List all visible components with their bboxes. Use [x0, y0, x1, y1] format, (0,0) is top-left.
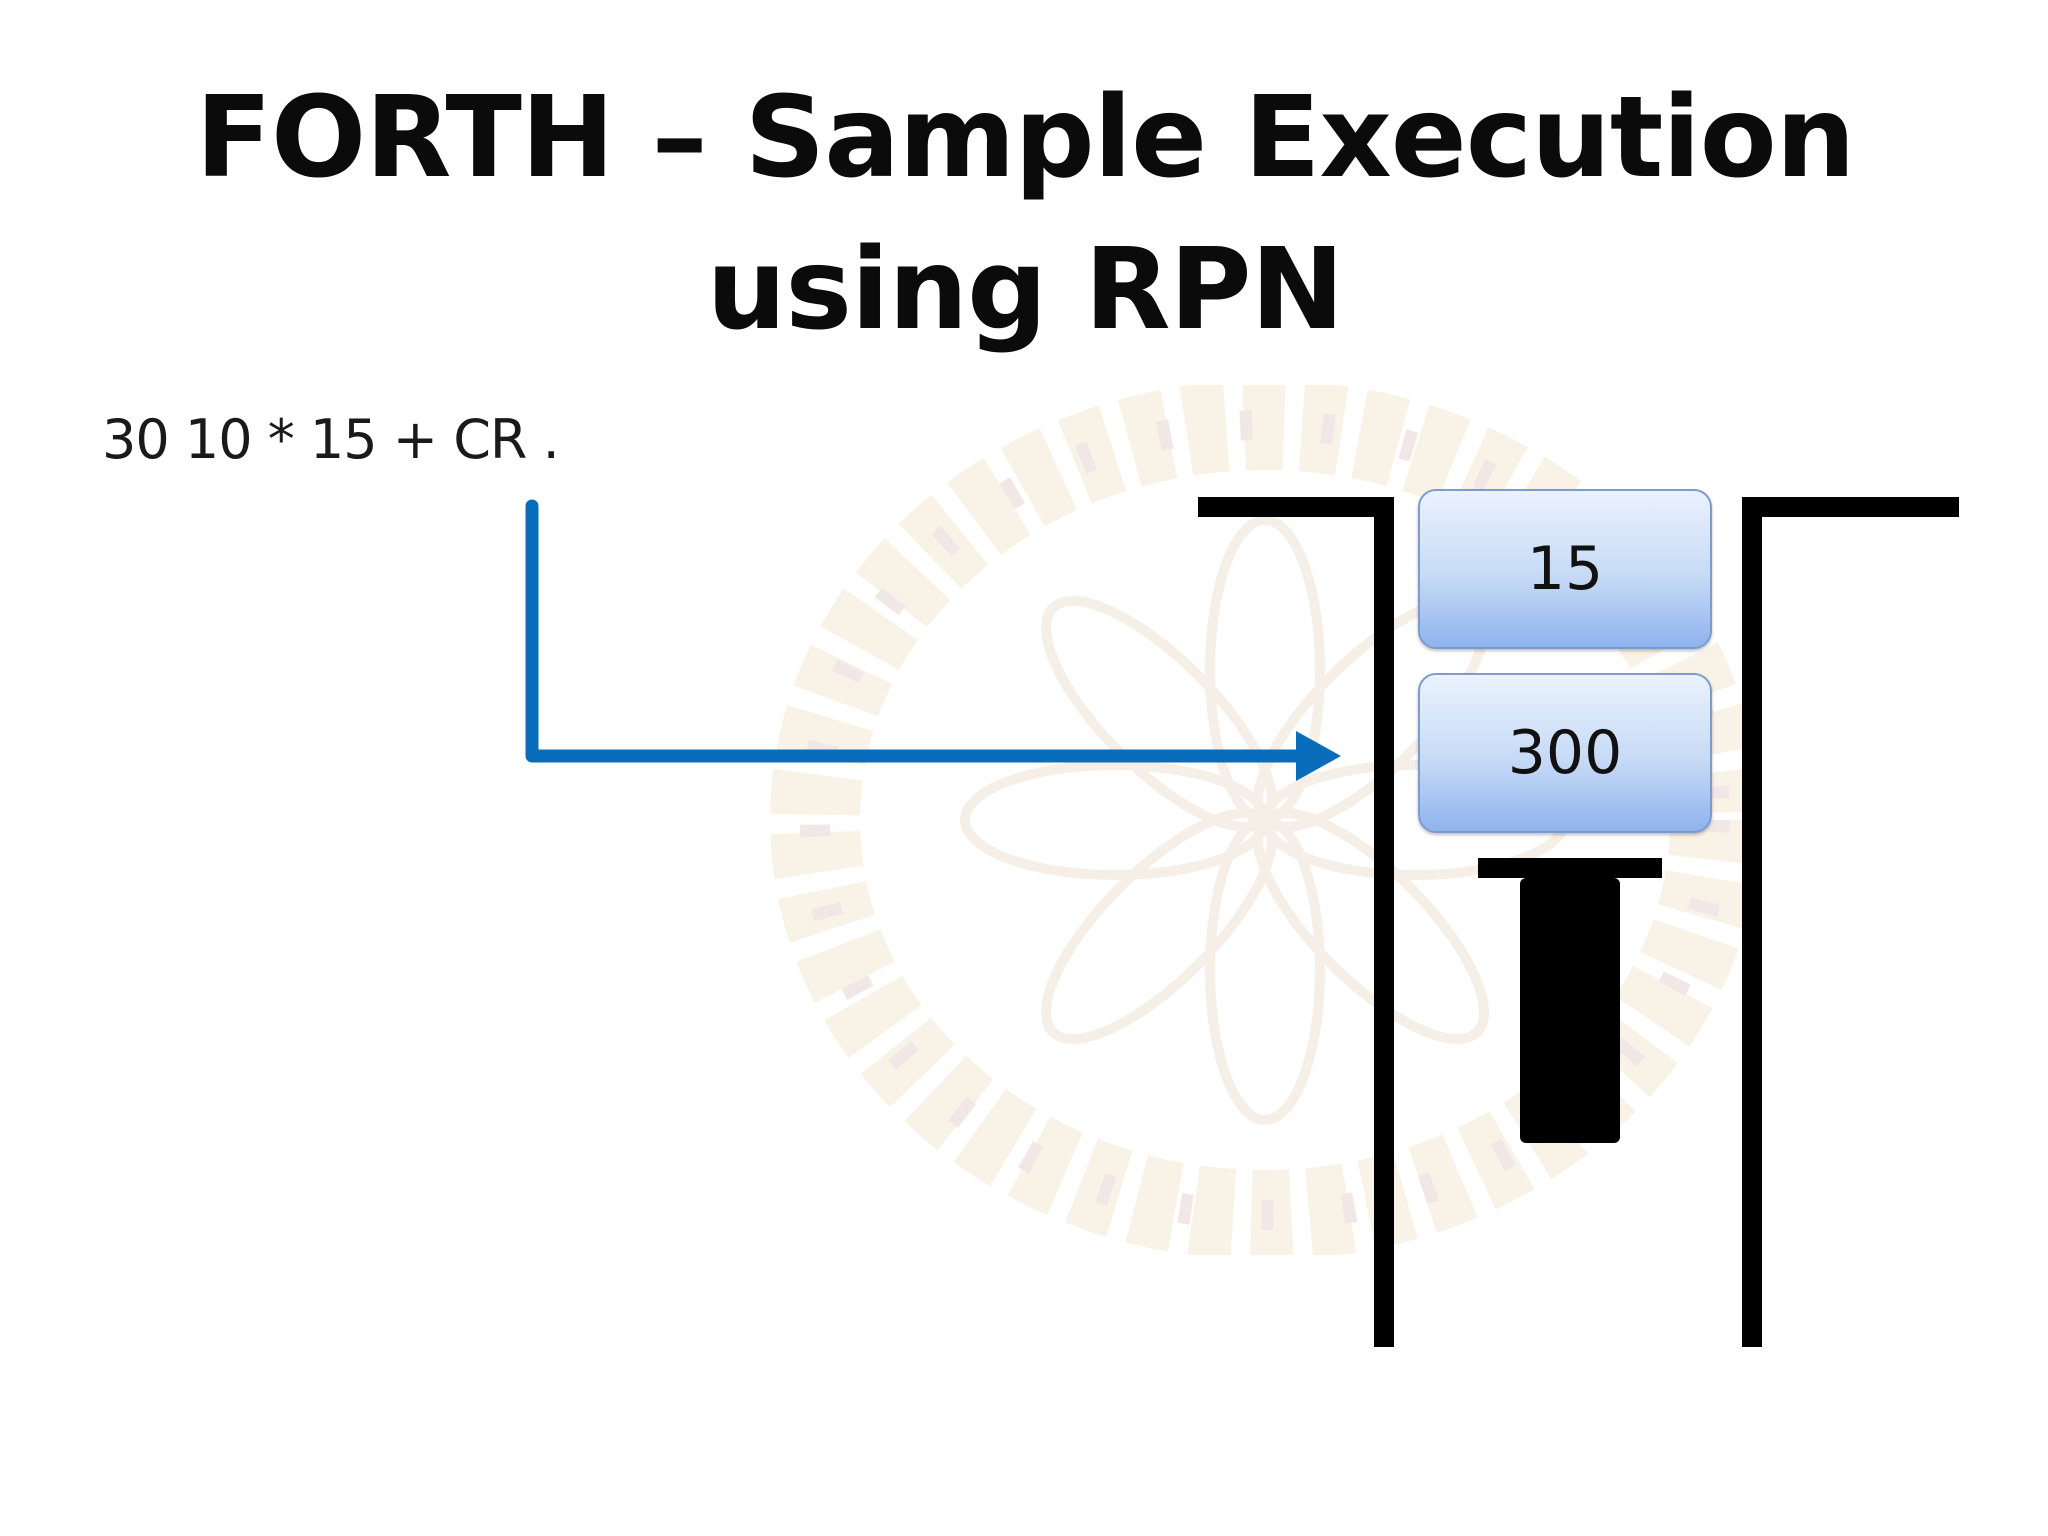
stack-left-wall	[1198, 497, 1394, 1347]
stack-cell-top: 15	[1418, 489, 1712, 649]
rpn-expression: 30 10 * 15 + CR .	[102, 408, 560, 471]
flow-arrow-icon	[525, 499, 1341, 781]
slide-title: FORTH – Sample Execution using RPN	[195, 73, 1856, 355]
stack-cell-second: 300	[1418, 673, 1712, 833]
stack-pointer-icon	[1478, 858, 1662, 1143]
stack-right-wall	[1742, 497, 1959, 1347]
stack-container	[1198, 497, 1959, 1347]
